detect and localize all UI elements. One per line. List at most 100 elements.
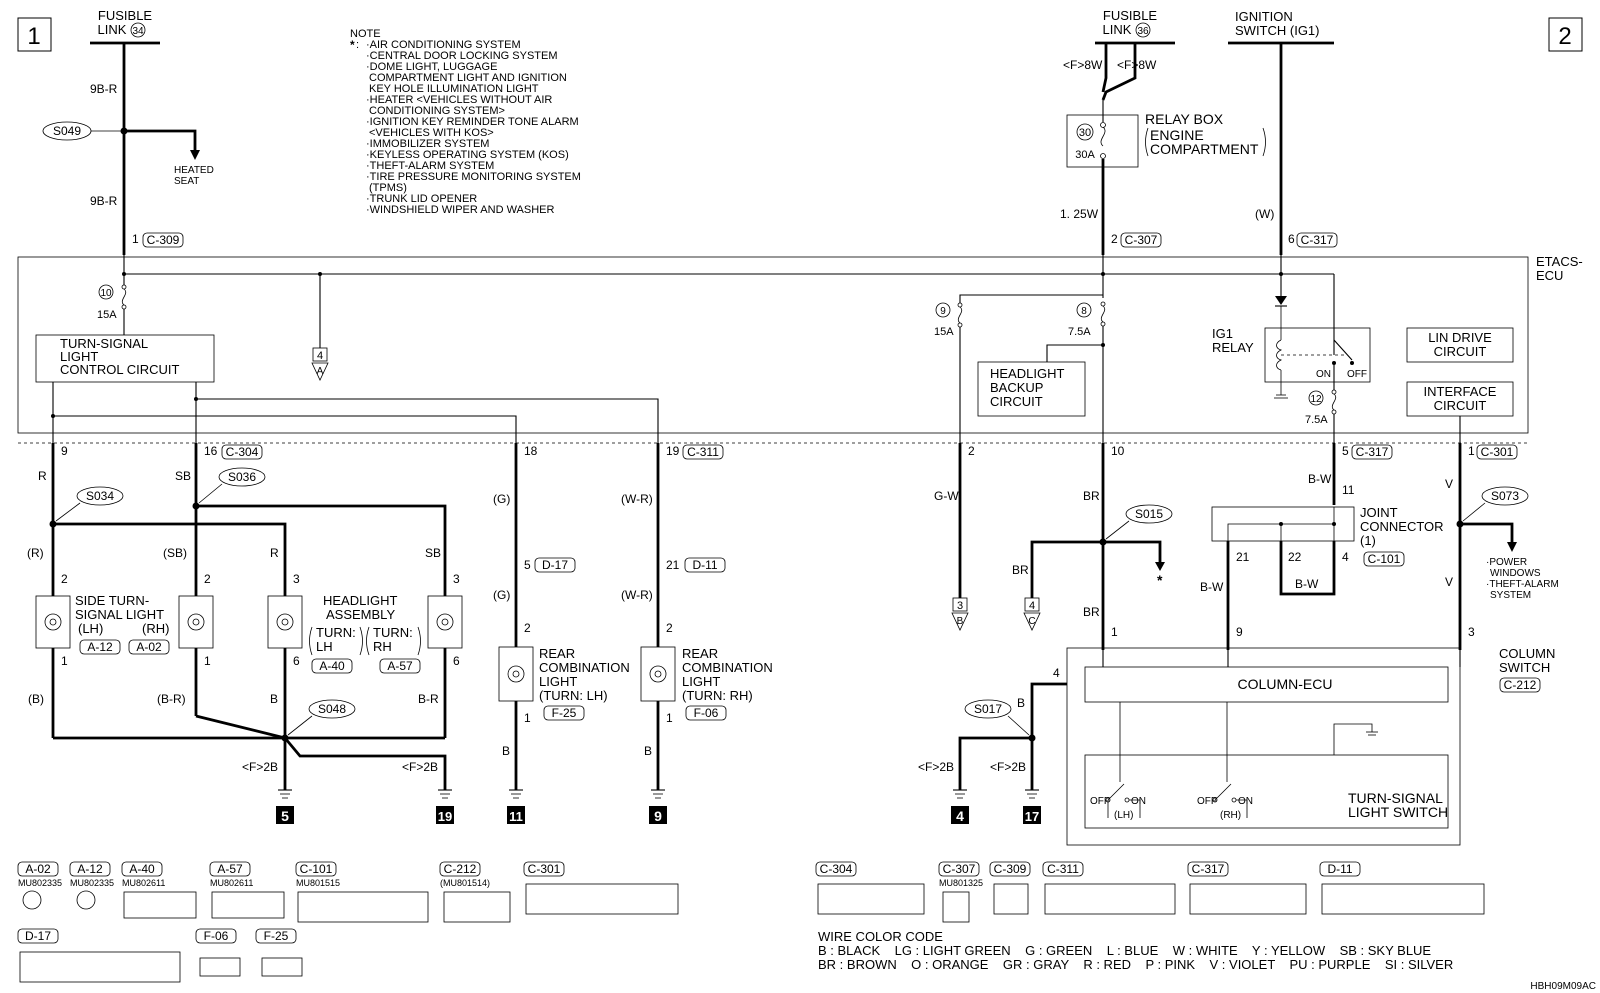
svg-text:·THEFT-ALARM: ·THEFT-ALARM [1486, 579, 1559, 590]
etacs-fuse-9: 9 15A [934, 302, 963, 338]
side-turn-light-label: SIDE TURN- SIGNAL LIGHT (LH) (RH) A-12 A… [75, 593, 169, 655]
svg-text:A-02: A-02 [136, 640, 162, 654]
svg-text:16: 16 [204, 444, 218, 458]
svg-text:30: 30 [1079, 127, 1091, 139]
svg-text:3: 3 [1468, 625, 1475, 639]
svg-text:<F>2B: <F>2B [402, 760, 438, 774]
svg-text:<F>8W: <F>8W [1063, 58, 1103, 72]
svg-text:21: 21 [1236, 550, 1250, 564]
ref-4-A: 4 A [311, 347, 329, 381]
svg-text:MU801515: MU801515 [296, 878, 340, 888]
svg-text:NOTE: NOTE [350, 28, 381, 40]
svg-text:2: 2 [666, 621, 673, 635]
svg-text:SB: SB [425, 546, 441, 560]
interface-circuit: INTERFACE CIRCUIT [1406, 381, 1514, 417]
svg-text:C-317: C-317 [1192, 862, 1225, 876]
ground-19: 19 [436, 789, 454, 824]
splice-S049: S049 [42, 121, 121, 141]
headlight-backup-circuit: HEADLIGHT BACKUP CIRCUIT [977, 361, 1086, 417]
svg-text:COLUMN: COLUMN [1499, 646, 1555, 661]
svg-text:36: 36 [1137, 26, 1149, 37]
fusible-link-34: FUSIBLE LINK 34 [90, 8, 160, 45]
svg-text:SIGNAL LIGHT: SIGNAL LIGHT [75, 607, 164, 622]
svg-text:A-57: A-57 [387, 659, 413, 673]
svg-text:(W): (W) [1255, 207, 1274, 221]
svg-text:22: 22 [1288, 550, 1302, 564]
svg-text:(MU801514): (MU801514) [440, 878, 490, 888]
svg-text:B: B [957, 616, 964, 627]
ground-5: 5 [276, 789, 294, 824]
svg-text:C-101: C-101 [300, 862, 333, 876]
svg-text:11: 11 [509, 809, 523, 824]
page-marker-2: 2 [1548, 17, 1583, 52]
svg-text:4: 4 [1342, 550, 1349, 564]
svg-text:C-304: C-304 [820, 862, 853, 876]
etacs-fuse-8: 8 7.5A [1068, 301, 1106, 338]
svg-text:COLUMN-ECU: COLUMN-ECU [1238, 676, 1333, 692]
lin-drive-circuit: LIN DRIVE CIRCUIT [1406, 327, 1514, 363]
svg-text:S036: S036 [228, 470, 256, 484]
svg-text:*: * [1157, 572, 1163, 588]
svg-text:6: 6 [1288, 232, 1295, 246]
s073-destinations: ·POWER WINDOWS ·THEFT-ALARM SYSTEM [1486, 557, 1559, 601]
svg-text:3: 3 [293, 572, 300, 586]
svg-text:(R): (R) [27, 546, 44, 560]
svg-text:·AIR CONDITIONING SYSTEM: ·AIR CONDITIONING SYSTEM [366, 39, 521, 51]
svg-text:MU802335: MU802335 [70, 878, 114, 888]
svg-text:D-11: D-11 [692, 558, 717, 572]
svg-text:C-307: C-307 [1125, 233, 1158, 247]
svg-text:1: 1 [1111, 625, 1118, 639]
svg-text:FUSIBLE: FUSIBLE [98, 8, 153, 23]
svg-text:LINK: LINK [98, 22, 127, 37]
svg-text:F-06: F-06 [694, 706, 719, 720]
svg-text:A-57: A-57 [217, 862, 243, 876]
svg-text:R: R [270, 546, 279, 560]
wire-color-code: WIRE COLOR CODE B : BLACK LG : LIGHT GRE… [818, 929, 1453, 972]
svg-text:TURN-SIGNAL: TURN-SIGNAL [60, 336, 148, 351]
svg-text:R: R [38, 469, 47, 483]
svg-text:C: C [1028, 616, 1035, 627]
svg-text:S034: S034 [86, 489, 114, 503]
svg-text:COMPARTMENT LIGHT AND IGNITION: COMPARTMENT LIGHT AND IGNITION [369, 72, 567, 84]
svg-text:1: 1 [524, 711, 531, 725]
splice-S036: S036 [198, 467, 266, 504]
svg-text:9B-R: 9B-R [90, 194, 118, 208]
svg-text:9: 9 [61, 444, 68, 458]
svg-text:5: 5 [1342, 444, 1349, 458]
svg-text:1. 25W: 1. 25W [1060, 207, 1099, 221]
svg-text:B-R: B-R [418, 692, 439, 706]
svg-text:C-101: C-101 [1368, 552, 1401, 566]
svg-text:COMBINATION: COMBINATION [682, 660, 773, 675]
svg-text:B: B [270, 692, 278, 706]
svg-text:ETACS-: ETACS- [1536, 254, 1583, 269]
svg-text:·KEYLESS OPERATING SYSTEM (KOS: ·KEYLESS OPERATING SYSTEM (KOS) [366, 149, 569, 161]
svg-text:(B-R): (B-R) [157, 692, 186, 706]
svg-text:·TIRE PRESSURE MONITORING SYST: ·TIRE PRESSURE MONITORING SYSTEM [366, 171, 581, 183]
svg-text:S015: S015 [1135, 507, 1163, 521]
svg-text:9: 9 [1236, 625, 1243, 639]
rear-combination-light-lh: 2 1 REAR COMBINATION LIGHT (TURN: LH) F-… [498, 621, 630, 725]
svg-text:C-317: C-317 [1301, 233, 1334, 247]
svg-text:B-W: B-W [1295, 577, 1319, 591]
svg-text:A-12: A-12 [77, 862, 103, 876]
ig1-relay: IG1 RELAY ON OFF [1212, 296, 1371, 399]
svg-text:<F>2B: <F>2B [242, 760, 278, 774]
joint-connector-1: JOINT CONNECTOR (1) C-101 [1211, 505, 1444, 567]
turn-signal-switch-rh: OFF ON (RH) [1197, 702, 1253, 821]
svg-text:C-307: C-307 [943, 862, 976, 876]
svg-text:·IGNITION KEY REMINDER TONE AL: ·IGNITION KEY REMINDER TONE ALARM [366, 116, 579, 128]
fusible-link-36: FUSIBLE LINK 36 [1095, 8, 1175, 45]
svg-text:19: 19 [666, 444, 680, 458]
svg-text:S017: S017 [974, 702, 1002, 716]
svg-text:S073: S073 [1491, 489, 1519, 503]
svg-text:15A: 15A [934, 326, 954, 338]
svg-text:SYSTEM: SYSTEM [1490, 590, 1531, 601]
svg-text:C-317: C-317 [1356, 445, 1389, 459]
svg-text:18: 18 [524, 444, 538, 458]
svg-text:F-25: F-25 [552, 706, 577, 720]
svg-text:3: 3 [453, 572, 460, 586]
ground-4: 4 [951, 789, 969, 824]
svg-text:RELAY: RELAY [1212, 340, 1254, 355]
svg-text:C-301: C-301 [1481, 445, 1514, 459]
svg-text:9: 9 [654, 808, 662, 824]
